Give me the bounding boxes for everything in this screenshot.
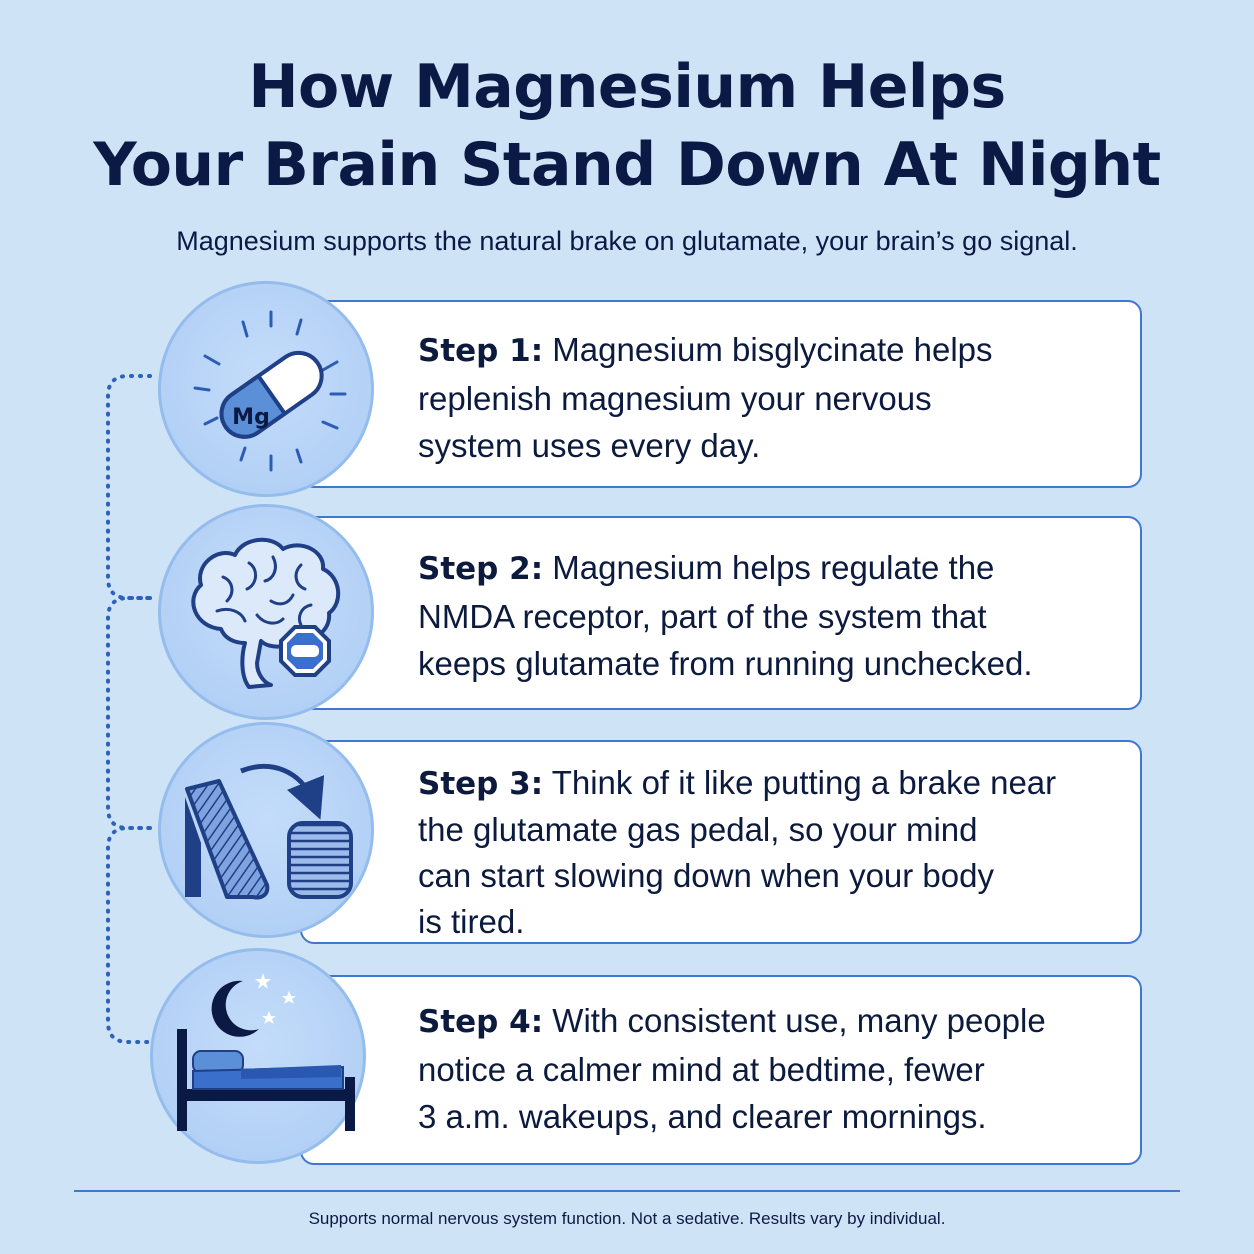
step-2-line-1: Magnesium helps regulate the [552,549,995,586]
step-4-line-3: 3 a.m. wakeups, and clearer mornings. [418,1098,987,1135]
step-icon-circle-2 [158,504,374,720]
step-text-2: Step 2: Magnesium helps regulate the NMD… [418,544,1116,687]
title-line-2: Your Brain Stand Down At Night [93,130,1161,200]
subtitle: Magnesium supports the natural brake on … [176,226,1078,256]
step-1-line-2: replenish magnesium your nervous [418,380,932,417]
step-label-2: Step 2: [418,551,544,587]
step-2-line-2: NMDA receptor, part of the system that [418,598,987,635]
step-card-3: Step 3: Think of it like putting a brake… [300,740,1142,944]
dotted-connector [106,374,152,1044]
step-3-line-1: Think of it like putting a brake near [551,764,1057,801]
step-text-3: Step 3: Think of it like putting a brake… [418,760,1116,945]
moon-bed-icon [177,973,355,1131]
step-label-1: Step 1: [418,333,544,369]
step-1-line-3: system uses every day. [418,427,761,464]
step-3-line-3: can start slowing down when your body [418,857,994,894]
title-line-1: How Magnesium Helps [248,52,1006,122]
step-icon-circle-4 [150,948,366,1164]
step-icon-circle-3 [158,722,374,938]
step-card-4: Step 4: With consistent use, many people… [300,975,1142,1165]
step-card-1: Step 1: Magnesium bisglycinate helps rep… [300,300,1142,488]
brain-stop-icon [191,537,340,689]
step-label-4: Step 4: [418,1004,544,1040]
step-4-line-1: With consistent use, many people [552,1002,1046,1039]
capsule-icon: Mg [193,310,347,472]
step-1-line-1: Magnesium bisglycinate helps [552,331,993,368]
step-card-2: Step 2: Magnesium helps regulate the NMD… [300,516,1142,710]
footer-divider [74,1190,1180,1192]
page-title: How Magnesium Helps Your Brain Stand Dow… [0,48,1254,204]
pedals-icon [185,764,353,900]
step-label-3: Step 3: [418,766,544,802]
step-2-line-3: keeps glutamate from running unchecked. [418,645,1033,682]
footer-disclaimer: Supports normal nervous system function.… [308,1209,946,1228]
step-4-line-2: notice a calmer mind at bedtime, fewer [418,1051,985,1088]
step-3-line-4: is tired. [418,903,525,940]
step-3-line-2: the glutamate gas pedal, so your mind [418,811,978,848]
capsule-label: Mg [232,405,270,430]
step-icon-circle-1: Mg [158,281,374,497]
step-text-1: Step 1: Magnesium bisglycinate helps rep… [418,326,1116,469]
step-text-4: Step 4: With consistent use, many people… [418,997,1116,1140]
